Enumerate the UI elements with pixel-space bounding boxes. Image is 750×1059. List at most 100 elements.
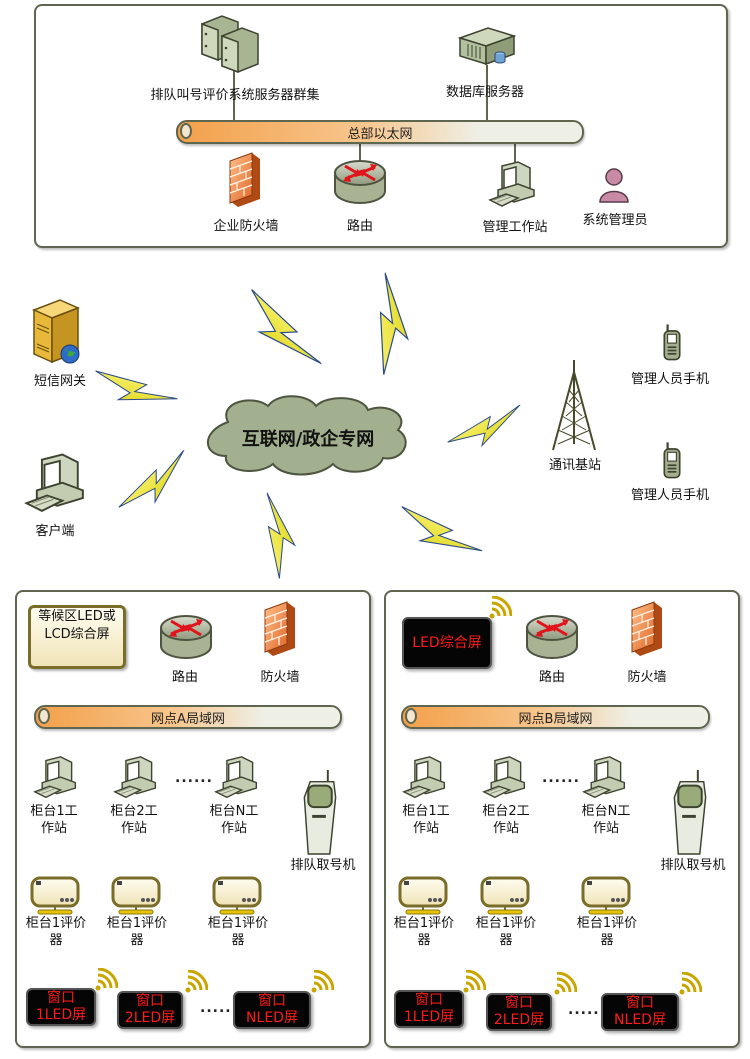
wireless-signal-icon <box>310 970 334 994</box>
router-icon <box>525 612 579 662</box>
branch-a-router-label: 路由 <box>171 670 198 685</box>
branch-a-lan-bus: 网点A局域网 <box>34 705 342 729</box>
waiting-area-display-screen: 等候区LED或LCD综合屏 <box>28 605 126 669</box>
branch-b-lan-label: 网点B局域网 <box>518 712 593 727</box>
evaluator-label: 柜台1评价器 <box>475 916 537 948</box>
user-icon <box>598 168 630 204</box>
management-workstation-label: 管理工作站 <box>482 220 548 235</box>
branch-b-lan-bus: 网点B局域网 <box>401 705 710 729</box>
led-line1: 窗口 <box>415 992 443 1008</box>
ellipsis: ...... <box>175 770 213 786</box>
led-line2: NLED屏 <box>614 1012 666 1028</box>
wireless-signal-icon <box>462 970 486 994</box>
led-line1: 窗口 <box>136 993 164 1009</box>
server-cluster-icon <box>196 14 266 74</box>
branch-b-firewall-label: 防火墙 <box>627 670 667 685</box>
branch-a-lan-label: 网点A局域网 <box>151 712 225 727</box>
server-cluster-label: 排队叫号评价系统服务器群集 <box>150 88 320 103</box>
counter-workstation-label: 柜台N工作站 <box>581 804 631 836</box>
router-icon <box>333 157 387 207</box>
counter-workstation-icon <box>113 755 159 801</box>
wireless-signal-icon <box>553 972 577 996</box>
lightning-icon <box>262 485 301 587</box>
manager-phone-label: 管理人员手机 <box>630 372 709 387</box>
client-label: 客户端 <box>35 524 75 539</box>
base-station-label: 通讯基站 <box>548 458 601 473</box>
client-computer-icon <box>24 452 88 516</box>
system-admin-label: 系统管理员 <box>582 213 648 228</box>
enterprise-firewall-label: 企业防火墙 <box>213 219 279 234</box>
waiting-area-display-label: 等候区LED或LCD综合屏 <box>38 609 116 642</box>
ticket-machine-icon <box>670 768 710 856</box>
led-line2: 2LED屏 <box>124 1010 176 1026</box>
hq-ethernet-label: 总部以太网 <box>347 127 413 142</box>
led-display-screen: LED综合屏 <box>402 617 492 669</box>
evaluator-device-icon <box>480 876 530 916</box>
counter-workstation-label: 柜台1工作站 <box>30 804 78 836</box>
led-line1: 窗口 <box>626 995 654 1011</box>
hq-ethernet-bus: 总部以太网 <box>176 120 584 144</box>
ticket-machine-label: 排队取号机 <box>660 858 726 873</box>
evaluator-label: 柜台1评价器 <box>393 916 455 948</box>
evaluator-device-icon <box>30 876 80 916</box>
management-workstation-icon <box>488 160 538 210</box>
evaluator-device-icon <box>111 876 161 916</box>
counter-workstation-icon <box>582 755 628 801</box>
evaluator-device-icon <box>212 876 262 916</box>
branch-b-router-label: 路由 <box>538 670 565 685</box>
wireless-signal-icon <box>94 968 118 992</box>
wireless-signal-icon <box>678 972 702 996</box>
window-led-screen: 窗口 2LED屏 <box>486 993 552 1031</box>
router-icon <box>159 612 213 662</box>
counter-workstation-label: 柜台2工作站 <box>482 804 530 836</box>
cell-tower-icon <box>549 360 599 452</box>
led-line2: 1LED屏 <box>35 1007 87 1023</box>
mobile-phone-icon <box>661 440 683 480</box>
firewall-icon <box>626 600 666 656</box>
led-line2: 2LED屏 <box>493 1012 545 1028</box>
led-line1: 窗口 <box>505 995 533 1011</box>
mobile-phone-icon <box>661 322 683 362</box>
window-led-screen: 窗口 NLED屏 <box>233 991 311 1029</box>
counter-workstation-label: 柜台N工作站 <box>209 804 259 836</box>
counter-workstation-label: 柜台2工作站 <box>110 804 158 836</box>
counter-workstation-icon <box>33 755 79 801</box>
cloud-icon <box>198 392 414 478</box>
led-line2: NLED屏 <box>246 1010 298 1026</box>
internet-cloud-label: 互联网/政企专网 <box>241 429 375 450</box>
wireless-signal-icon <box>184 970 208 994</box>
led-line1: 窗口 <box>47 990 75 1006</box>
counter-workstation-icon <box>214 755 260 801</box>
evaluator-label: 柜台1评价器 <box>576 916 638 948</box>
evaluator-label: 柜台1评价器 <box>207 916 269 948</box>
ellipsis: ...... <box>568 1002 606 1018</box>
evaluator-label: 柜台1评价器 <box>25 916 87 948</box>
database-server-label: 数据库服务器 <box>445 85 524 100</box>
branch-a-firewall-label: 防火墙 <box>260 670 300 685</box>
firewall-icon <box>259 600 299 656</box>
database-server-icon <box>456 24 518 68</box>
ellipsis: ...... <box>542 770 580 786</box>
led-display-label: LED综合屏 <box>412 635 482 651</box>
ellipsis: ...... <box>200 1000 238 1016</box>
window-led-screen: 窗口 1LED屏 <box>394 990 464 1028</box>
counter-workstation-icon <box>402 755 448 801</box>
counter-workstation-icon <box>482 755 528 801</box>
window-led-screen: 窗口 1LED屏 <box>26 988 96 1026</box>
wireless-signal-icon <box>488 596 512 620</box>
evaluator-label: 柜台1评价器 <box>106 916 168 948</box>
window-led-screen: 窗口 NLED屏 <box>601 993 679 1031</box>
hq-router-label: 路由 <box>346 219 373 234</box>
led-line2: 1LED屏 <box>403 1009 455 1025</box>
window-led-screen: 窗口 2LED屏 <box>117 991 183 1029</box>
sms-gateway-label: 短信网关 <box>33 374 86 389</box>
ticket-machine-label: 排队取号机 <box>290 858 356 873</box>
counter-workstation-label: 柜台1工作站 <box>402 804 450 836</box>
led-line1: 窗口 <box>258 993 286 1009</box>
firewall-icon <box>224 151 264 207</box>
evaluator-device-icon <box>398 876 448 916</box>
evaluator-device-icon <box>581 876 631 916</box>
sms-gateway-server-icon <box>30 296 86 366</box>
manager-phone-label: 管理人员手机 <box>630 488 709 503</box>
ticket-machine-icon <box>300 768 340 856</box>
